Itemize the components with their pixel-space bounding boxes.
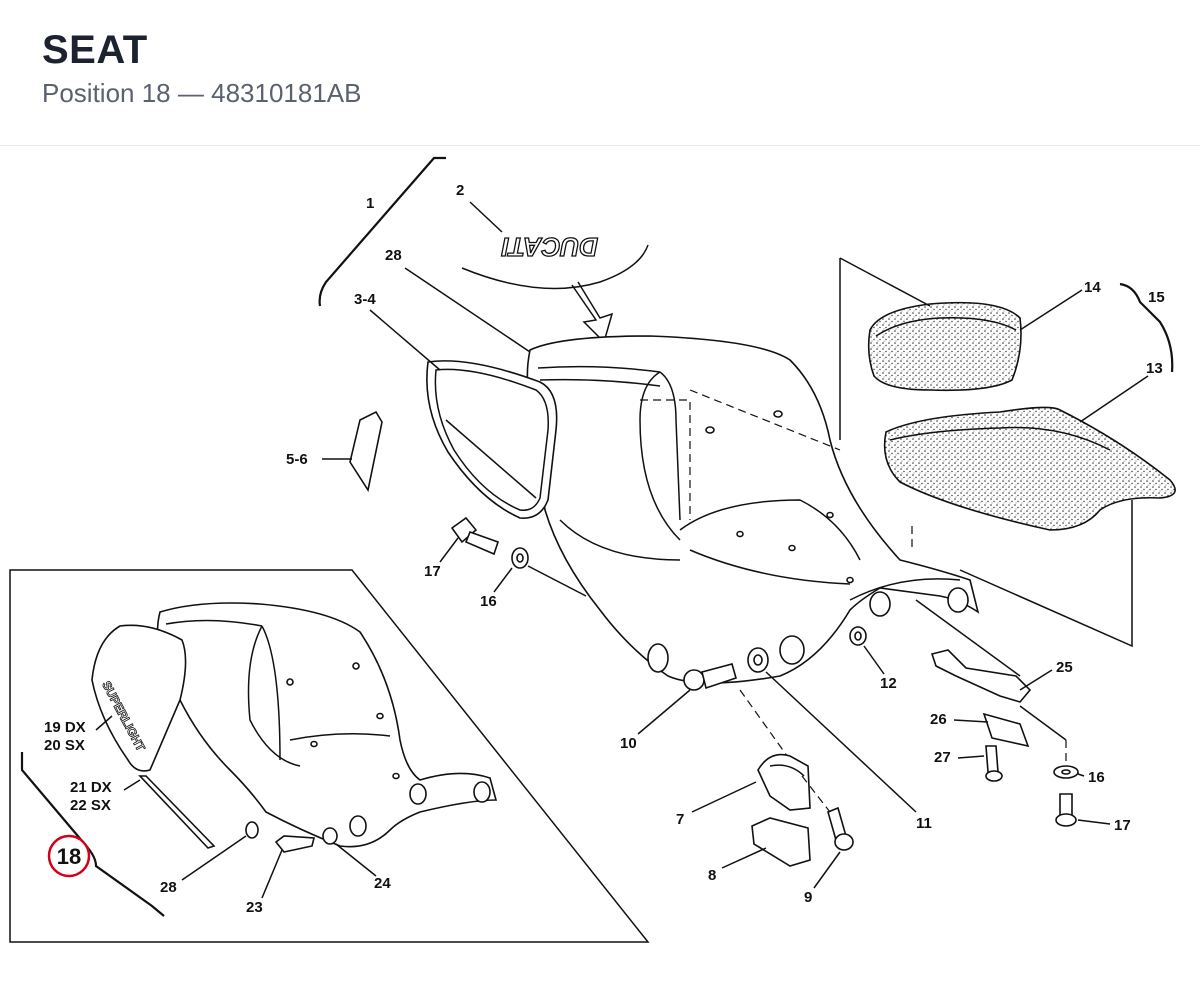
callout-27: 27 xyxy=(934,749,951,766)
callout-17-left: 17 xyxy=(424,563,441,580)
side-bracket xyxy=(349,410,383,493)
callout-13: 13 xyxy=(1146,360,1163,377)
leader-28-top xyxy=(404,267,531,353)
page-header: SEAT Position 18 — 48310181AB xyxy=(0,0,1200,146)
exploded-parts-diagram: 1 DUCATI 2 28 3-4 5- xyxy=(9,156,1176,943)
callout-22-sx: 22 SX xyxy=(70,797,111,814)
separator: — xyxy=(177,78,204,108)
callout-23: 23 xyxy=(246,899,263,916)
leader-26 xyxy=(953,719,989,723)
group-15-bracket xyxy=(1119,282,1174,373)
callout-12: 12 xyxy=(880,675,897,692)
leader-3-4 xyxy=(369,309,441,371)
callout-16-left: 16 xyxy=(480,593,497,610)
callout-17-right: 17 xyxy=(1114,817,1131,834)
callout-8: 8 xyxy=(708,867,716,884)
position-label: Position 18 xyxy=(42,78,171,108)
page-subtitle: Position 18 — 48310181AB xyxy=(42,78,362,109)
mounting-plate-8 xyxy=(751,817,811,867)
screw-9 xyxy=(827,806,854,851)
callout-18: 18 xyxy=(57,844,81,869)
leader-17-right xyxy=(1077,819,1111,825)
callout-11: 11 xyxy=(916,815,932,832)
callout-15: 15 xyxy=(1148,289,1165,306)
seat-tail-body xyxy=(526,335,980,684)
passenger-seat-cushion xyxy=(867,301,1022,392)
callout-3-4: 3-4 xyxy=(354,291,376,308)
callout-19-dx: 19 DX xyxy=(44,719,86,736)
leader-12 xyxy=(863,645,885,675)
decal-arc xyxy=(461,244,649,290)
leader-14 xyxy=(1019,289,1083,331)
screw-17-left xyxy=(450,516,500,556)
leader-13 xyxy=(1079,375,1149,423)
leader-7 xyxy=(691,781,757,813)
callout-28-top: 28 xyxy=(385,247,402,264)
part-number: 48310181AB xyxy=(211,78,362,108)
callout-20-sx: 20 SX xyxy=(44,737,85,754)
leader-24 xyxy=(335,843,377,877)
callout-7: 7 xyxy=(676,811,684,828)
callout-2: 2 xyxy=(456,182,464,199)
callout-26: 26 xyxy=(930,711,947,728)
screw-27 xyxy=(985,745,999,773)
callout-16-right: 16 xyxy=(1088,769,1105,786)
leader-8 xyxy=(721,847,767,869)
callout-1: 1 xyxy=(366,195,374,212)
clip-26 xyxy=(982,712,1030,748)
leader-9 xyxy=(813,851,841,889)
variant-inset: SUPERLIGHT xyxy=(9,569,650,943)
page-title: SEAT xyxy=(42,28,148,72)
leader-23 xyxy=(261,849,283,899)
leader-11 xyxy=(765,671,917,813)
leader-25 xyxy=(1019,669,1053,691)
callout-25: 25 xyxy=(1056,659,1073,676)
callout-10: 10 xyxy=(620,735,637,752)
highlighted-position-marker[interactable] xyxy=(47,834,91,878)
rider-seat-cushion xyxy=(883,406,1176,531)
placement-arrow xyxy=(571,281,614,344)
callout-24: 24 xyxy=(374,875,391,892)
callout-28-inset: 28 xyxy=(160,879,177,896)
callout-14: 14 xyxy=(1084,279,1101,296)
seat-latch-bracket-7 xyxy=(757,753,811,811)
group-1-bracket xyxy=(318,156,446,307)
callout-9: 9 xyxy=(804,889,812,906)
callout-21-dx: 21 DX xyxy=(70,779,112,796)
leader-16-left xyxy=(493,567,513,593)
leader-28-inset xyxy=(181,835,247,881)
seat-lock-bracket-25 xyxy=(930,649,1032,703)
leader-16-right xyxy=(1077,773,1085,777)
leader-21-22 xyxy=(123,779,141,791)
callout-5-6: 5-6 xyxy=(286,451,308,468)
leader-2 xyxy=(469,201,503,233)
leader-17-left xyxy=(439,537,459,563)
rubber-grommet-12 xyxy=(849,626,867,646)
ducati-logo-decal: DUCATI xyxy=(501,232,598,262)
leader-27 xyxy=(957,755,985,759)
leader-10 xyxy=(637,689,691,735)
screw-10 xyxy=(683,663,737,691)
side-panel xyxy=(426,360,558,519)
leader-19-20 xyxy=(95,715,113,731)
